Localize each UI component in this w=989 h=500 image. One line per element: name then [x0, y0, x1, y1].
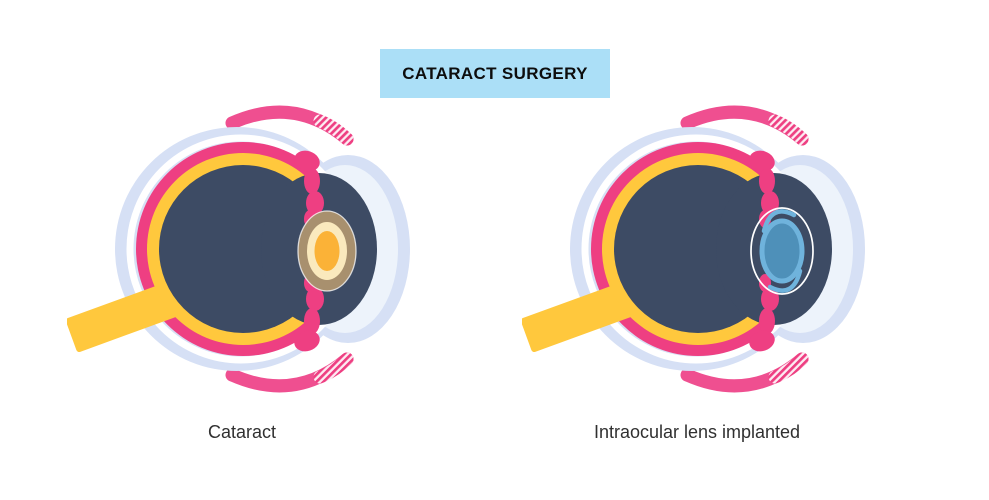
cataract-lens — [297, 210, 357, 292]
cataract-label: Cataract — [207, 422, 277, 442]
iol-haptic-bottom — [767, 268, 803, 293]
cataract-eye-panel: Cataract — [67, 99, 417, 443]
lens-capsule-outline — [750, 207, 814, 295]
iol-label: Intraocular lens implanted — [593, 422, 801, 442]
iol-optic — [759, 218, 805, 284]
eye-anatomy — [67, 112, 410, 386]
title-banner: CATARACT SURGERY — [380, 49, 610, 98]
iol-haptic-top — [761, 209, 797, 234]
cataract-eye-illustration — [67, 99, 417, 409]
title-text: CATARACT SURGERY — [402, 63, 588, 83]
cataract-lens-nucleus — [314, 231, 340, 271]
iol-eye-panel: Intraocular lens implanted — [522, 99, 872, 443]
iol-eye-illustration — [522, 99, 872, 409]
intraocular-lens — [750, 207, 814, 295]
